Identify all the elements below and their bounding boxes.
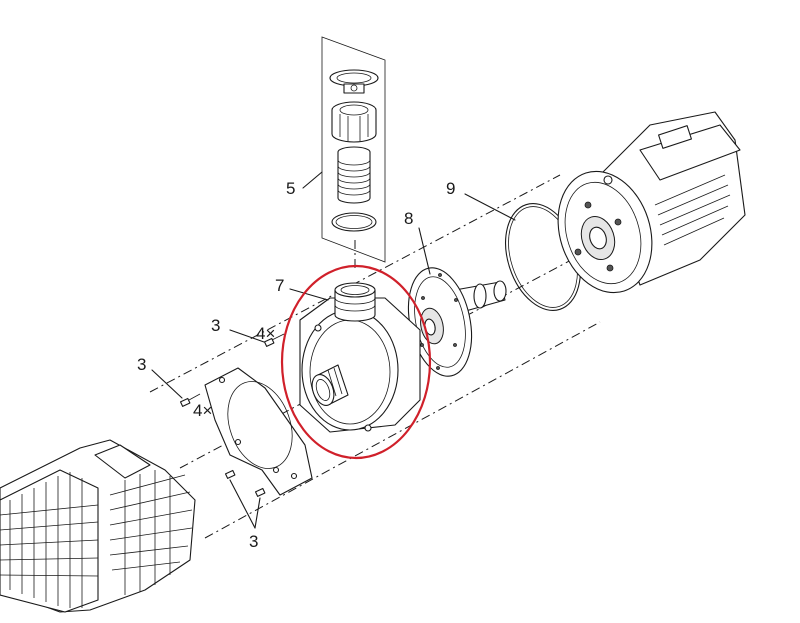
leader-3-left <box>151 369 183 399</box>
impeller-shaft <box>454 280 507 313</box>
motor-unit <box>557 111 746 294</box>
callout-3-left: 3 <box>137 355 147 374</box>
callout-9: 9 <box>446 179 456 198</box>
callout-3-top: 3 <box>211 316 221 335</box>
leader-3-bottom-a <box>229 479 256 529</box>
leader-9 <box>464 193 516 221</box>
gasket-plate <box>204 367 313 496</box>
pump-housing <box>299 282 421 433</box>
callout-3-top-qty: 4× <box>256 324 276 343</box>
leader-3-bottom-b <box>254 497 261 529</box>
screw-left <box>179 393 201 407</box>
leader-7 <box>289 288 329 301</box>
leader-3-top <box>229 329 265 343</box>
callout-5: 5 <box>286 179 296 198</box>
leader-5 <box>302 171 323 189</box>
callout-3-left-qty: 4× <box>193 401 213 420</box>
callout-7: 7 <box>275 276 285 295</box>
highlight-circle <box>280 264 432 460</box>
filter-cage <box>0 439 196 613</box>
callout-8: 8 <box>404 209 414 228</box>
screw-top <box>263 333 285 347</box>
callout-3-bottom: 3 <box>249 532 259 551</box>
hose-connector-kit <box>321 36 386 263</box>
screw-bottom <box>224 469 266 497</box>
leader-8 <box>418 227 431 275</box>
